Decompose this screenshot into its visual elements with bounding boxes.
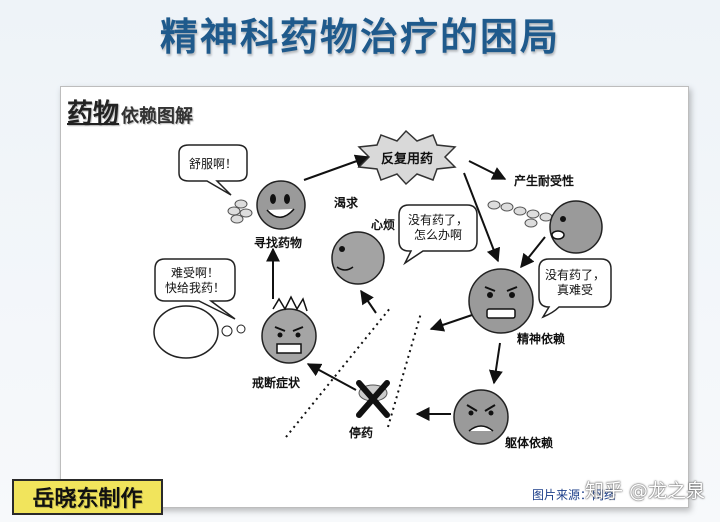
pained-face-icon [453,389,509,445]
panel-heading-sub: 依赖图解 [121,106,194,127]
label-craving: 渴求 [334,195,359,210]
divider-line-right [387,312,422,428]
label-stop: 停药 [349,425,373,440]
panel-heading: 药物依赖图解 [67,93,193,130]
dependence-diagram: 反复用药 舒服啊！ 寻找药物 渴求 心烦 没有药了，怎么办啊 [153,129,612,450]
pills-icon [227,199,253,224]
thought-cloud-shape [153,305,219,359]
repeat-star-icon [357,129,457,186]
panel-heading-main: 药物 [67,99,120,129]
pills-row-icon [487,200,553,228]
label-mental: 精神依赖 [517,331,565,346]
label-withdrawal: 戒断症状 [252,375,301,390]
worried-face-icon [331,231,385,285]
arrow-mental-to-center [429,313,476,332]
arrow-repeat-to-mental [463,172,500,263]
bubble-suffering-shape [154,258,236,320]
arrow-tolerance-to-mental [520,236,546,269]
label-tolerance: 产生耐受性 [514,173,574,188]
angry-face-icon [261,295,317,364]
diagram-panel: 药物依赖图解 反复用药 [60,86,689,508]
watermark: 知乎 @龙之泉 [585,480,706,502]
center-star-label: 反复用药 [381,151,433,167]
bubble-comfortable-shape [178,144,248,196]
happy-face-icon [256,180,306,230]
arrow-seek-to-repeat [303,154,370,181]
arrow-repeat-to-tolerance [468,160,507,180]
flow-arrows [266,154,546,421]
label-restless: 心烦 [371,218,395,232]
label-seek-drug: 寻找药物 [254,235,302,250]
divider-line-left [285,306,392,438]
bubble-miserable-shape [538,258,612,319]
bubble-miserable-text: 没有药了，真难受 [545,267,605,297]
source-note: 图片来源：网络 [532,488,617,502]
slide-title: 精神科药物治疗的困局 [159,15,560,59]
arrow-stop-to-withdrawal [306,363,357,391]
bubble-suffering-text: 难受啊！快给我药！ [165,266,225,295]
eating-face-icon [549,200,603,254]
sad-face-icon [468,268,534,334]
bubble-worried-text: 没有药了，怎么办啊 [408,212,468,242]
bubble-comfortable-text: 舒服啊！ [189,157,237,171]
arrow-stop-to-worried [360,289,377,314]
label-physical: 躯体依赖 [504,435,553,450]
stop-cross-icon [356,380,390,418]
author-badge: 岳晓东制作 [12,479,163,515]
arrow-mental-to-physical [488,342,503,385]
bubble-worried-shape [398,204,478,266]
